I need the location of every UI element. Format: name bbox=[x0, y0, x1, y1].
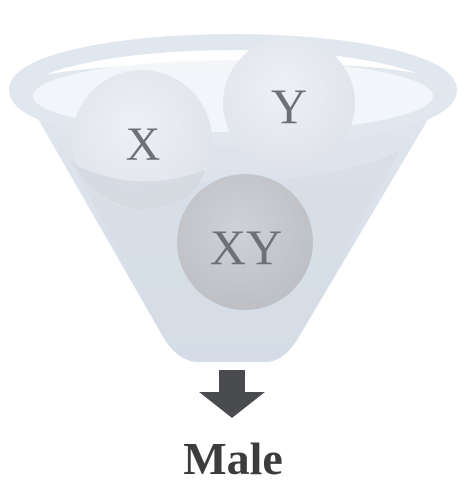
ball-y-label: Y bbox=[271, 78, 307, 134]
ball-xy-circle bbox=[177, 174, 313, 310]
arrow-down-icon bbox=[199, 370, 265, 418]
ball-xy-label: XY bbox=[210, 219, 282, 275]
funnel-rim bbox=[9, 34, 457, 146]
output-label: Male bbox=[183, 433, 283, 484]
ball-xy: XY bbox=[177, 174, 313, 310]
ball-x-label: X bbox=[126, 118, 161, 171]
ball-x: X bbox=[72, 70, 212, 210]
ball-y-circle bbox=[223, 37, 355, 169]
ball-x-lower-shade bbox=[75, 165, 205, 210]
ball-x-circle bbox=[72, 70, 212, 210]
ball-y: Y bbox=[223, 37, 355, 169]
